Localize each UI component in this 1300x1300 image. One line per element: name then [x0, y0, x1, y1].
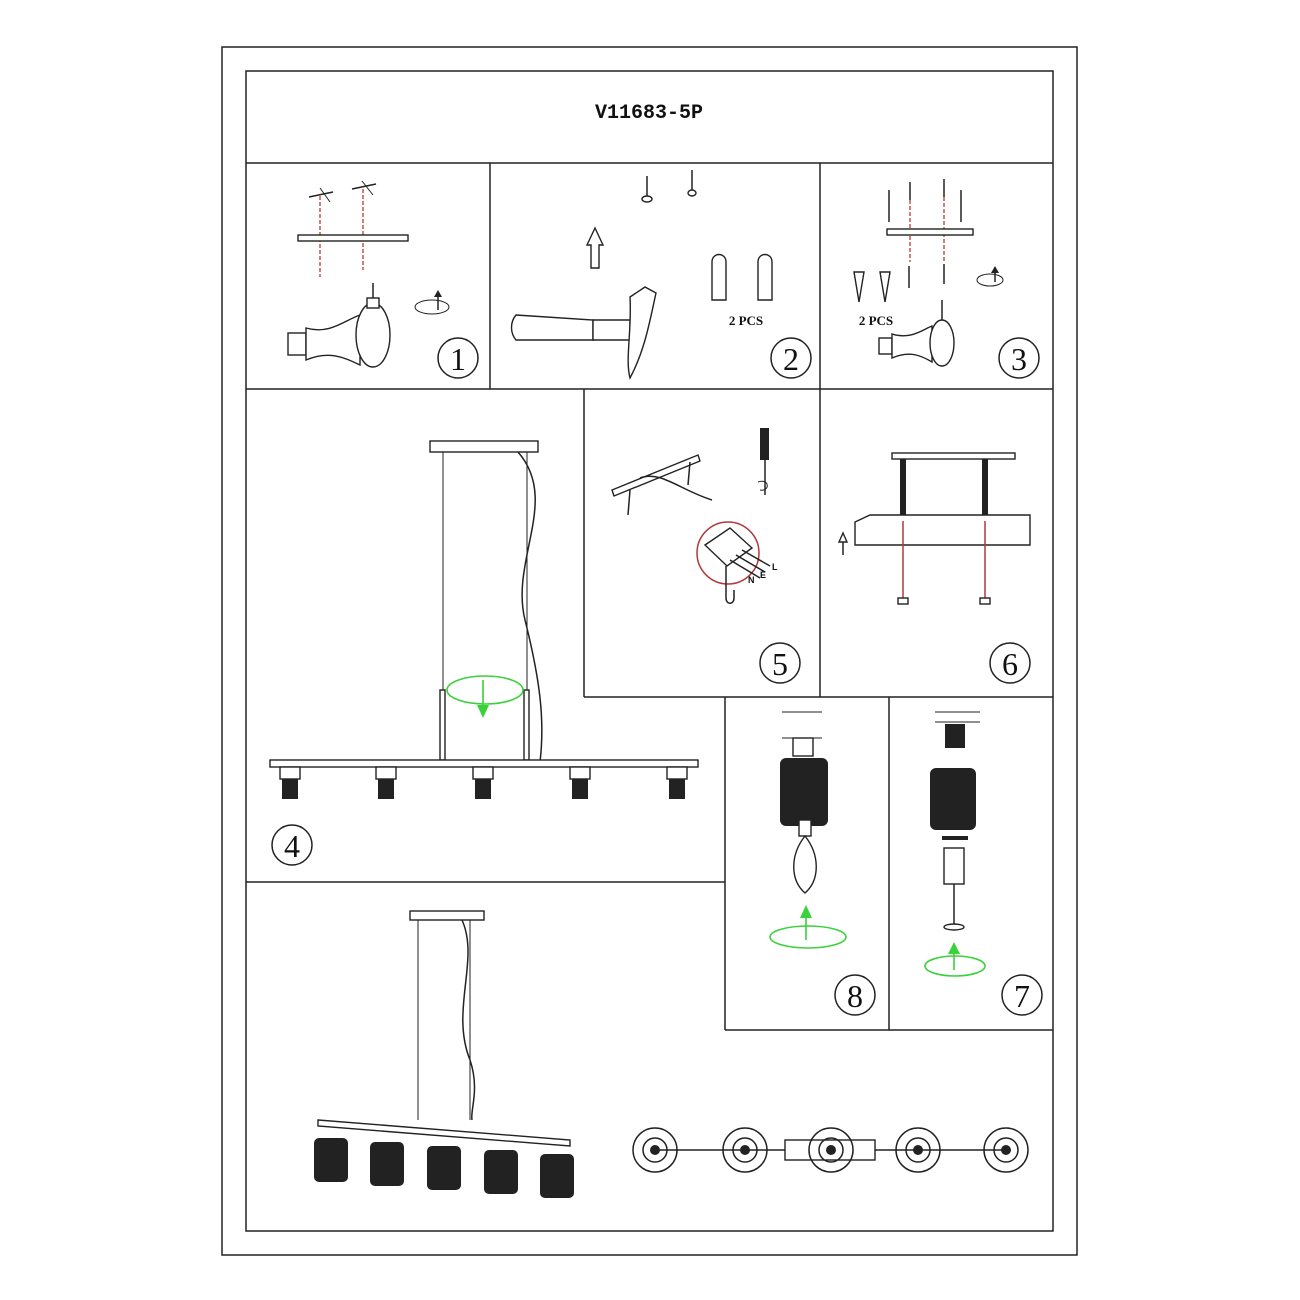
- quantity-label: 2 PCS: [859, 313, 893, 328]
- wall-anchor-icon: [711, 253, 773, 301]
- step-number: 1: [450, 341, 466, 377]
- step-number-badge: [759, 642, 801, 684]
- step-number: 2: [783, 341, 799, 377]
- step-5-panel: L E N 5: [611, 428, 801, 684]
- canopy: [429, 440, 539, 453]
- mounting-plate: [886, 228, 974, 236]
- step-number-badge: [989, 642, 1031, 684]
- step-2-panel: 2 PCS 2: [510, 170, 812, 380]
- mounting-plate: [611, 454, 701, 497]
- step-number: 5: [772, 646, 788, 682]
- up-arrow-icon: [837, 531, 849, 555]
- shade-top-view: [632, 1127, 1029, 1173]
- step-1-panel: 1: [287, 180, 479, 379]
- screw-icon: [641, 170, 697, 203]
- quantity-label: 2 PCS: [729, 313, 763, 328]
- ceiling-marks: [308, 180, 377, 203]
- panel-dividers: [246, 162, 1053, 1031]
- rotate-down-arrow-icon: [446, 675, 524, 718]
- terminal-block-highlight: [696, 521, 760, 585]
- rotate-arrow-icon: [976, 266, 1004, 287]
- mounting-plate: [891, 452, 1016, 460]
- wire-label-neutral: N: [748, 575, 755, 585]
- hammer-icon: [510, 286, 657, 380]
- glass-shade: [930, 768, 976, 830]
- rotate-up-arrow-icon: [769, 905, 847, 949]
- step-number: 4: [284, 828, 300, 864]
- wire-label-live: L: [772, 562, 778, 572]
- power-cable: [517, 451, 543, 763]
- step-number-badge: [437, 337, 479, 379]
- canopy: [854, 514, 1031, 546]
- outer-border: [221, 46, 1078, 1256]
- step-number: 6: [1002, 646, 1018, 682]
- assembled-lamp-illustration: [314, 910, 574, 1198]
- mounting-plate: [297, 234, 409, 242]
- step-number: 7: [1014, 978, 1030, 1014]
- inner-border: [245, 70, 1054, 1232]
- wires: [639, 475, 713, 501]
- step-3-panel: 2 PCS 3: [853, 179, 1040, 379]
- glass-shade-row: [314, 1138, 574, 1198]
- anchor-screw-icon: [853, 264, 945, 303]
- step-6-panel: 6: [837, 452, 1031, 684]
- candle-bulb-icon: [793, 819, 817, 894]
- socket-sleeve: [943, 847, 965, 885]
- drill-icon: [878, 300, 955, 367]
- screw-icon: [888, 179, 962, 222]
- screwdriver-icon: [757, 428, 769, 495]
- glass-shade: [780, 758, 828, 826]
- step-number-badge: [271, 824, 313, 866]
- step-number-badge: [770, 337, 812, 379]
- step-number-badge: [1001, 974, 1043, 1016]
- rotate-up-arrow-icon: [924, 942, 986, 977]
- step-8-panel: 8: [769, 711, 876, 1016]
- model-title: V11683-5P: [595, 102, 703, 125]
- up-arrow-icon: [585, 226, 605, 269]
- drill-icon: [287, 283, 391, 368]
- top-view-illustration: [632, 1127, 1029, 1173]
- step-number-badge: [834, 974, 876, 1016]
- wire-label-earth: E: [760, 570, 766, 580]
- step-number-badge: [998, 337, 1040, 379]
- step-number: 3: [1011, 341, 1027, 377]
- socket-row: [279, 766, 688, 799]
- lamp-bar: [269, 759, 699, 768]
- step-7-panel: 7: [924, 711, 1043, 1016]
- step-4-panel: 4: [269, 440, 699, 866]
- rotate-arrow-icon: [414, 290, 450, 315]
- terminal-block-icon: [703, 527, 771, 604]
- step-number: 8: [847, 978, 863, 1014]
